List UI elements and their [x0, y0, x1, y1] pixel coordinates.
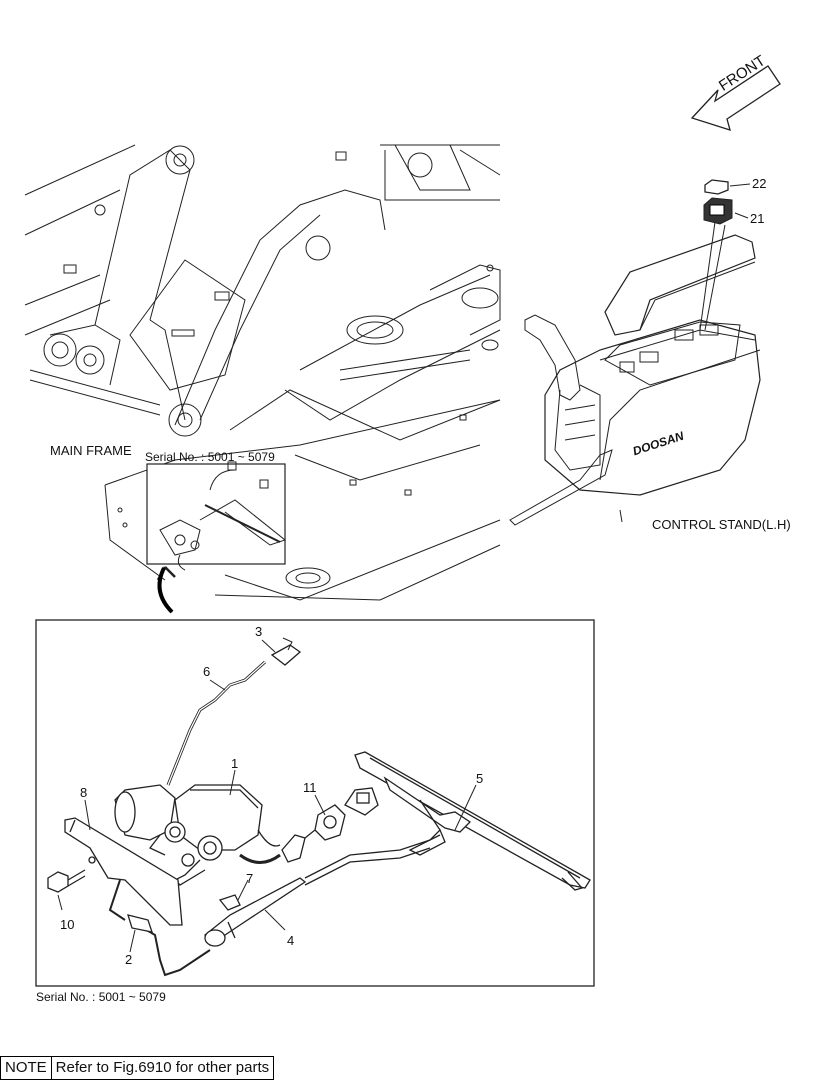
leader-lines — [57, 639, 477, 953]
part-number-5: 5 — [476, 771, 484, 786]
wiper-motor — [114, 784, 281, 886]
serial-upper-label: Serial No. : 5001 ~ 5079 — [145, 450, 275, 464]
part-number-8: 8 — [80, 785, 88, 800]
control-stand-label: CONTROL STAND(L.H) — [652, 517, 791, 532]
wiper-arm — [204, 828, 446, 947]
main-frame-drawing — [24, 144, 501, 601]
lower-hose — [108, 879, 211, 977]
wiring-harness — [239, 787, 379, 864]
lower-detail-box — [35, 619, 595, 987]
mounting-bracket — [47, 817, 183, 926]
wiper-blade — [354, 751, 591, 891]
part-number-7: 7 — [246, 871, 254, 886]
serial-lower-label: Serial No. : 5001 ~ 5079 — [36, 990, 166, 1004]
part-number-22: 22 — [752, 176, 767, 191]
upper-inset-box — [146, 461, 287, 571]
control-stand-drawing — [509, 179, 761, 526]
note-text: Refer to Fig.6910 for other parts — [55, 1059, 270, 1076]
part-number-10: 10 — [60, 917, 75, 932]
part-number-1: 1 — [231, 756, 239, 771]
main-frame-label: MAIN FRAME — [50, 443, 132, 458]
part-number-2: 2 — [125, 952, 133, 967]
note-box: NOTE Refer to Fig.6910 for other parts — [0, 1056, 275, 1080]
part-number-11: 11 — [303, 780, 317, 795]
part-number-21: 21 — [750, 211, 765, 226]
front-arrow-icon — [690, 65, 781, 131]
part-number-3: 3 — [255, 624, 263, 639]
part-number-4: 4 — [287, 933, 295, 948]
washer-hose — [166, 637, 302, 786]
part-number-6: 6 — [203, 664, 211, 679]
note-key: NOTE — [1, 1057, 52, 1079]
